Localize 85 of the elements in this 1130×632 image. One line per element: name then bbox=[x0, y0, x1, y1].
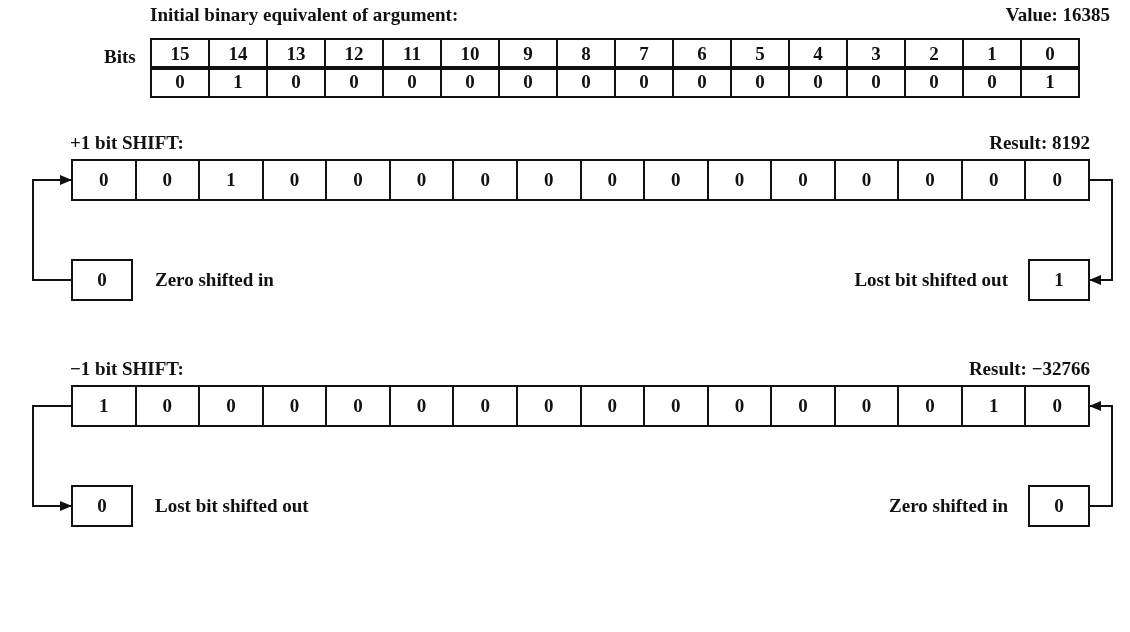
table-cell: 0 bbox=[730, 66, 790, 98]
bit-cell-text: 0 bbox=[1051, 394, 1063, 418]
bit-box: 0 bbox=[71, 485, 133, 527]
table-cell: 3 bbox=[846, 38, 906, 70]
table-cell: 11 bbox=[382, 38, 442, 70]
table-cell: 1 bbox=[1020, 66, 1080, 98]
table-cell: 12 bbox=[324, 38, 384, 70]
caption-text: Initial binary equivalent of argument: bbox=[150, 4, 459, 26]
bit-cell: 0 bbox=[454, 161, 518, 199]
value-text: Value: 16385 bbox=[1005, 4, 1110, 26]
bit-cell: 0 bbox=[136, 161, 201, 199]
bit-box: 0 bbox=[1028, 485, 1090, 527]
bit-cell: 0 bbox=[327, 387, 391, 425]
bit-cell: 0 bbox=[772, 161, 836, 199]
table-cell: 0 bbox=[498, 66, 558, 98]
caption-text: Lost bit shifted out bbox=[854, 269, 1008, 291]
row-header: Bits bbox=[104, 46, 136, 68]
table-cell: 0 bbox=[324, 66, 384, 98]
shift-register bbox=[71, 385, 1090, 427]
bit-cell: 0 bbox=[390, 387, 455, 425]
bit-cell: 0 bbox=[708, 387, 773, 425]
table-cell: 0 bbox=[440, 66, 500, 98]
bit-cell: 0 bbox=[835, 161, 900, 199]
table-cell: 0 bbox=[962, 66, 1022, 98]
shift-register bbox=[71, 159, 1090, 201]
table-cell: 5 bbox=[730, 38, 790, 70]
table-cell: 0 bbox=[266, 66, 326, 98]
bit-box: 0 bbox=[71, 259, 133, 301]
bit-cell: 0 bbox=[73, 161, 137, 199]
table-cell: 7 bbox=[614, 38, 674, 70]
bit-cell-text: 0 bbox=[1051, 168, 1063, 192]
bit-cell: 1 bbox=[962, 387, 1027, 425]
table-cell: 0 bbox=[672, 66, 732, 98]
bit-cell: 0 bbox=[645, 387, 709, 425]
result-text: Result: −32766 bbox=[968, 358, 1090, 380]
table-cell: 0 bbox=[614, 66, 674, 98]
table-cell: 8 bbox=[556, 38, 616, 70]
bit-cell: 1 bbox=[200, 161, 264, 199]
arrow bbox=[32, 175, 72, 281]
bit-cell: 0 bbox=[645, 161, 709, 199]
bit-cell: 0 bbox=[200, 387, 264, 425]
bit-cell: 0 bbox=[899, 387, 963, 425]
table-cell: 10 bbox=[440, 38, 500, 70]
table-cell: 0 bbox=[556, 66, 616, 98]
bit-cell: 0 bbox=[327, 161, 391, 199]
table-cell: 0 bbox=[904, 66, 964, 98]
table-cell: 0 bbox=[788, 66, 848, 98]
bit-cell: 1 bbox=[73, 387, 137, 425]
caption-text: Zero shifted in bbox=[155, 269, 274, 291]
arrow bbox=[1089, 401, 1113, 507]
arrow bbox=[1089, 179, 1113, 285]
result-text: Result: 8192 bbox=[989, 132, 1090, 154]
bit-cell: 0 bbox=[390, 161, 455, 199]
bit-cell: 0 bbox=[581, 161, 646, 199]
shift-title: +1 bit SHIFT: bbox=[70, 132, 184, 154]
table-cell: 6 bbox=[672, 38, 732, 70]
bit-cell: 0 bbox=[136, 387, 201, 425]
bit-box: 1 bbox=[1028, 259, 1090, 301]
table-cell: 0 bbox=[150, 66, 210, 98]
bit-cell: 0 bbox=[517, 161, 582, 199]
shift-title: −1 bit SHIFT: bbox=[70, 358, 184, 380]
table-cell: 1 bbox=[208, 66, 268, 98]
bit-cell: 0 bbox=[899, 161, 963, 199]
bit-cell: 0 bbox=[517, 387, 582, 425]
table-cell: 15 bbox=[150, 38, 210, 70]
caption-text: Lost bit shifted out bbox=[155, 495, 309, 517]
bit-cell: 0 bbox=[581, 387, 646, 425]
table-cell: 0 bbox=[1020, 38, 1080, 70]
bit-cell: 0 bbox=[263, 161, 328, 199]
bit-cell: 0 bbox=[263, 387, 328, 425]
bit-cell: 0 bbox=[962, 161, 1027, 199]
table-cell: 4 bbox=[788, 38, 848, 70]
table-cell: 0 bbox=[382, 66, 442, 98]
table-cell: 14 bbox=[208, 38, 268, 70]
table-cell: 1 bbox=[962, 38, 1022, 70]
bit-cell: 0 bbox=[772, 387, 836, 425]
table-cell: 2 bbox=[904, 38, 964, 70]
table-cell: 9 bbox=[498, 38, 558, 70]
arrow bbox=[32, 405, 72, 511]
bit-cell: 0 bbox=[454, 387, 518, 425]
table-cell: 0 bbox=[846, 66, 906, 98]
bit-cell: 0 bbox=[708, 161, 773, 199]
table-cell: 13 bbox=[266, 38, 326, 70]
caption-text: Zero shifted in bbox=[889, 495, 1008, 517]
bit-cell: 0 bbox=[835, 387, 900, 425]
